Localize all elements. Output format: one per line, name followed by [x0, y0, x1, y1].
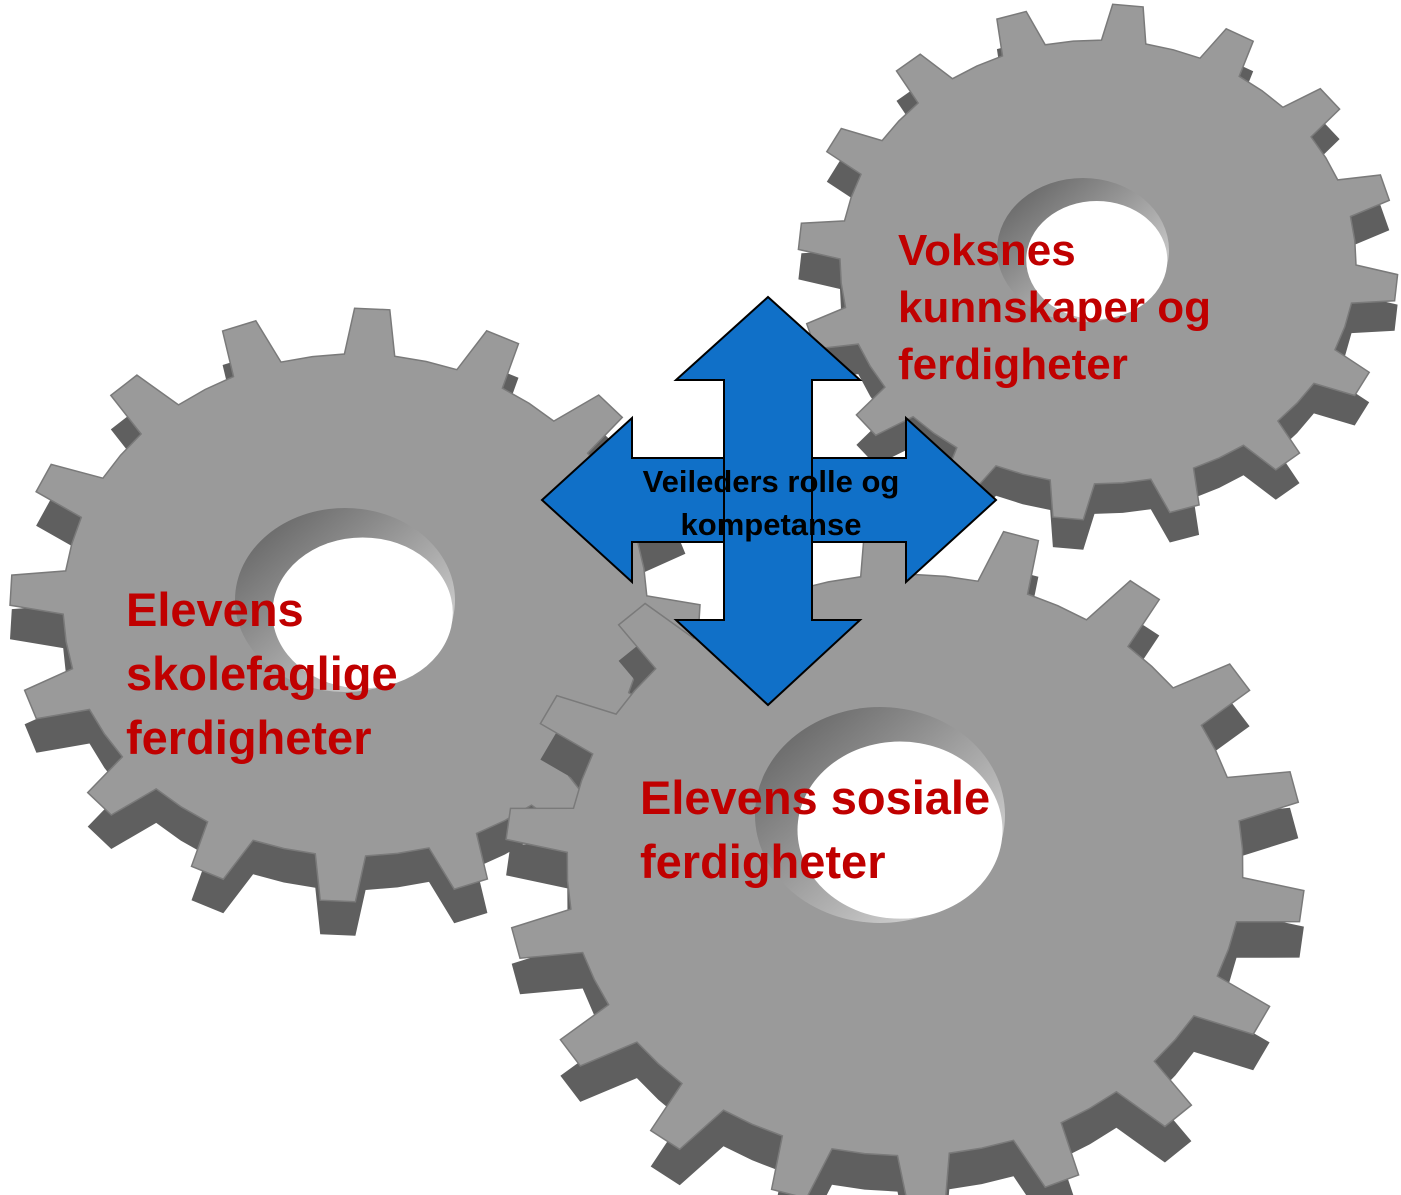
gear-hole	[797, 741, 1003, 919]
label-line: ferdigheter	[126, 711, 372, 764]
label-line: Veileders rolle og	[642, 464, 900, 499]
label-veileders-rolle: Veileders rolle og kompetanse	[588, 460, 954, 546]
label-elevens-skolefaglige: Elevens skolefaglige ferdigheter	[126, 578, 398, 770]
gear-voksne	[797, 3, 1399, 550]
label-line: kunnskaper og	[898, 283, 1211, 332]
label-line: ferdigheter	[898, 340, 1128, 389]
gear-hole	[272, 537, 453, 689]
label-line: ferdigheter	[640, 835, 886, 888]
label-line: Elevens	[126, 583, 304, 636]
gear-hole	[1026, 201, 1168, 320]
label-voksnes-kunnskaper: Voksnes kunnskaper og ferdigheter	[898, 222, 1211, 393]
four-way-arrow-icon	[540, 295, 998, 707]
label-line: Elevens sosiale	[640, 771, 991, 824]
label-line: kompetanse	[680, 507, 862, 542]
label-elevens-sosiale: Elevens sosiale ferdigheter	[640, 766, 990, 894]
gear-skolefaglige	[9, 307, 701, 936]
label-line: Voksnes	[898, 226, 1076, 275]
label-line: skolefaglige	[126, 647, 398, 700]
gear-sosiale	[505, 520, 1305, 1195]
